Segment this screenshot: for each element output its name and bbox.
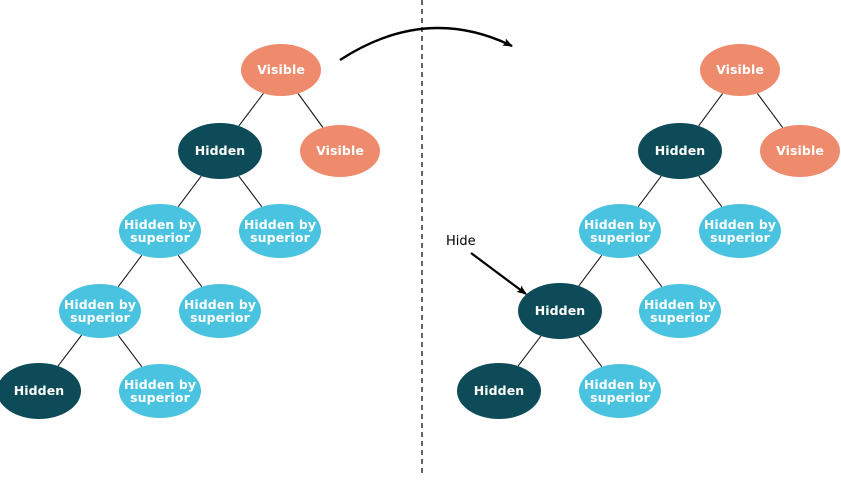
- node-hidden-by-superior-left-l9[interactable]: Hidden by superior: [119, 364, 201, 418]
- node-hidden-right-r6[interactable]: Hidden: [518, 283, 602, 339]
- node-label: Hidden: [13, 383, 65, 399]
- node-label: Hidden by superior: [583, 376, 657, 405]
- node-label: Hidden: [534, 303, 586, 319]
- node-label: Hidden: [473, 383, 525, 399]
- node-label: Hidden: [194, 143, 246, 159]
- node-visible-right-r3[interactable]: Visible: [760, 125, 840, 177]
- node-label: Hidden: [654, 143, 706, 159]
- hide-arrow: [470, 252, 527, 295]
- node-hidden-by-superior-left-l5[interactable]: Hidden by superior: [239, 204, 321, 258]
- node-hidden-by-superior-left-l6[interactable]: Hidden by superior: [59, 284, 141, 338]
- node-hidden-by-superior-left-l4[interactable]: Hidden by superior: [119, 204, 201, 258]
- tree-edge: [57, 334, 83, 367]
- node-label: Hidden by superior: [583, 216, 657, 245]
- tree-edge: [297, 93, 324, 128]
- tree-edge: [177, 175, 202, 208]
- tree-edge: [517, 335, 542, 367]
- node-label: Hidden by superior: [123, 376, 197, 405]
- hide-annotation-label: Hide: [446, 234, 476, 249]
- node-visible-right-r1[interactable]: Visible: [700, 44, 780, 96]
- node-label: Hidden by superior: [123, 216, 197, 245]
- node-label: Hidden by superior: [183, 296, 257, 325]
- tree-edges: [57, 93, 784, 368]
- tree-edge: [756, 93, 784, 128]
- node-hidden-left-l8[interactable]: Hidden: [0, 363, 81, 419]
- node-visible-left-l3[interactable]: Visible: [300, 125, 380, 177]
- node-hidden-by-superior-right-r5[interactable]: Hidden by superior: [699, 204, 781, 258]
- node-hidden-by-superior-left-l7[interactable]: Hidden by superior: [179, 284, 261, 338]
- tree-edge: [177, 254, 203, 288]
- tree-edge: [578, 254, 603, 287]
- node-label: Visible: [257, 62, 305, 78]
- transition-arrow: [339, 26, 513, 62]
- node-label: Hidden by superior: [243, 216, 317, 245]
- node-hidden-by-superior-right-r7[interactable]: Hidden by superior: [639, 284, 721, 338]
- node-label: Visible: [716, 62, 764, 78]
- tree-edge: [238, 93, 264, 127]
- tree-edge: [637, 254, 663, 288]
- node-hidden-left-l2[interactable]: Hidden: [178, 123, 262, 179]
- node-hidden-right-r2[interactable]: Hidden: [638, 123, 722, 179]
- tree-edge: [117, 334, 143, 368]
- node-label: Visible: [316, 143, 364, 159]
- node-hidden-by-superior-right-r9[interactable]: Hidden by superior: [579, 364, 661, 418]
- node-label: Visible: [776, 143, 824, 159]
- tree-edge: [117, 254, 143, 288]
- tree-edge: [698, 93, 724, 127]
- tree-edge: [698, 175, 723, 208]
- node-label: Hidden by superior: [703, 216, 777, 245]
- tree-edge: [637, 175, 662, 208]
- tree-edge: [578, 335, 603, 368]
- node-hidden-right-r8[interactable]: Hidden: [457, 363, 541, 419]
- node-visible-left-l1[interactable]: Visible: [241, 44, 321, 96]
- node-label: Hidden by superior: [63, 296, 137, 325]
- tree-edge: [238, 175, 263, 208]
- node-label: Hidden by superior: [643, 296, 717, 325]
- node-hidden-by-superior-right-r4[interactable]: Hidden by superior: [579, 204, 661, 258]
